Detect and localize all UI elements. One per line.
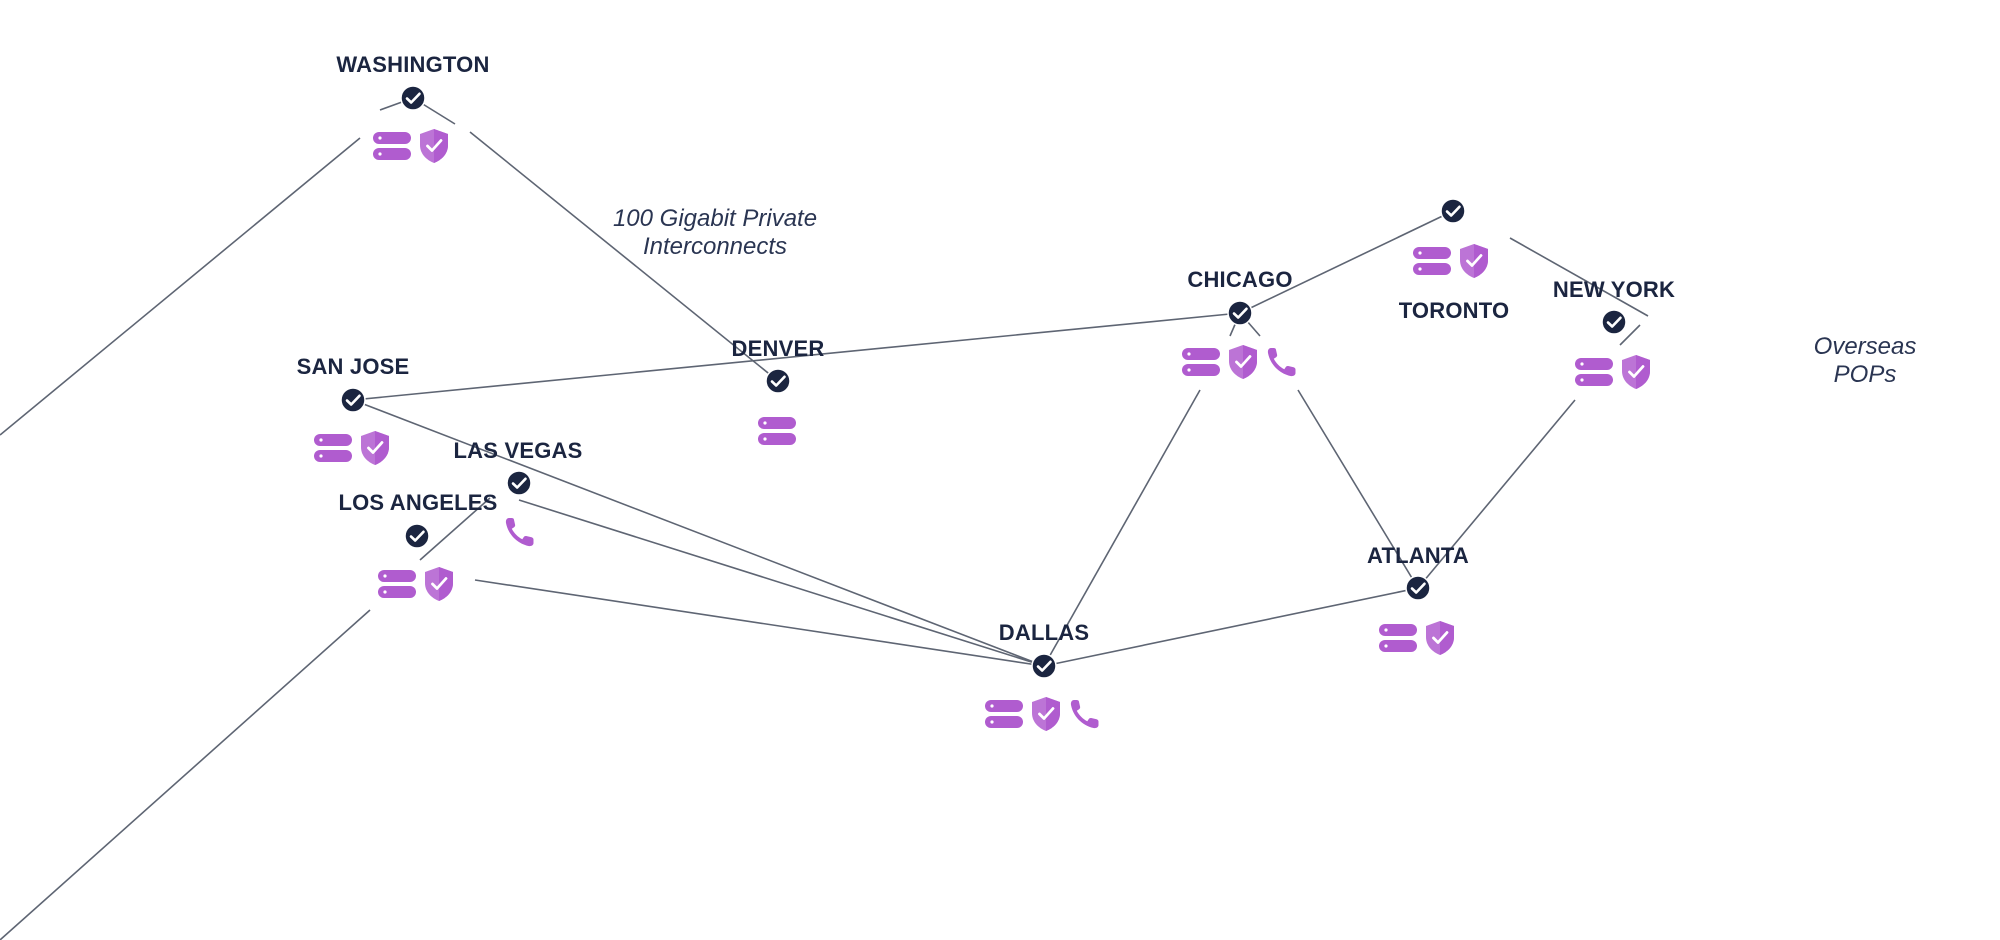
link-newyork-stub [1619, 324, 1641, 346]
check-icon [404, 523, 430, 549]
check-icon [1601, 309, 1627, 335]
link-chicago-toronto [1239, 210, 1454, 314]
server-icon [985, 700, 1023, 728]
services-toronto [1408, 241, 1494, 281]
check-icon [400, 85, 426, 111]
check-icon [765, 368, 791, 394]
services-chicago [1177, 342, 1301, 382]
link-sanjose-dallas [352, 399, 1045, 667]
city-label-new-york: NEW YORK [1552, 277, 1676, 302]
node-pin-denver[interactable] [765, 368, 791, 394]
server-icon [373, 132, 411, 160]
city-label-washington: WASHINGTON [336, 52, 490, 77]
shield-check-icon [420, 129, 448, 163]
overseas-pops-annotation: Overseas POPs [1814, 333, 1917, 389]
services-atlanta [1374, 618, 1460, 658]
services-denver [753, 411, 801, 451]
city-label-san-jose: SAN JOSE [296, 354, 410, 379]
server-icon [758, 417, 796, 445]
check-icon [1031, 653, 1057, 679]
interconnects-annotation-line-1: 100 Gigabit Private [612, 205, 818, 232]
link-chicago-atlanta [1297, 389, 1419, 589]
city-label-las-vegas: LAS VEGAS [453, 438, 583, 463]
services-san-jose [309, 428, 395, 468]
server-icon [314, 434, 352, 462]
check-icon [506, 470, 532, 496]
city-label-toronto: TORONTO [1398, 298, 1510, 323]
interconnects-annotation-line-2: Interconnects [642, 233, 788, 260]
city-label-dallas: DALLAS [998, 620, 1090, 645]
check-icon [1227, 300, 1253, 326]
shield-check-icon [1460, 244, 1488, 278]
shield-check-icon [1622, 355, 1650, 389]
link-washington-west [0, 137, 361, 436]
phone-icon [1070, 700, 1099, 729]
services-las-vegas [499, 512, 539, 552]
link-losangeles-dallas [474, 579, 1045, 667]
check-icon [1405, 575, 1431, 601]
overseas-annotation-line-1: Overseas [1813, 333, 1917, 360]
shield-check-icon [1426, 621, 1454, 655]
node-pin-san-jose[interactable] [340, 387, 366, 413]
server-icon [1182, 348, 1220, 376]
link-atlanta-dallas [1043, 587, 1419, 667]
node-pin-dallas[interactable] [1031, 653, 1057, 679]
link-lasvegas-dallas [518, 499, 1045, 667]
shield-check-icon [1229, 345, 1257, 379]
services-dallas [980, 694, 1104, 734]
link-newyork-atlanta [1417, 399, 1576, 589]
phone-icon [505, 518, 534, 547]
node-pin-toronto[interactable] [1440, 198, 1466, 224]
node-pin-washington[interactable] [400, 85, 426, 111]
node-pin-atlanta[interactable] [1405, 575, 1431, 601]
city-label-los-angeles: LOS ANGELES [338, 490, 498, 515]
check-icon [340, 387, 366, 413]
city-label-chicago: CHICAGO [1187, 267, 1293, 292]
link-washington-denver [469, 131, 779, 382]
link-toronto-newyork [1509, 237, 1649, 317]
services-new-york [1570, 352, 1656, 392]
server-icon [1413, 247, 1451, 275]
node-pin-new-york[interactable] [1601, 309, 1627, 335]
server-icon [378, 570, 416, 598]
phone-icon [1267, 348, 1296, 377]
link-losangeles-west [0, 609, 371, 940]
services-los-angeles [373, 564, 459, 604]
city-label-denver: DENVER [731, 336, 825, 361]
link-lasvegas-losangeles [419, 497, 491, 561]
link-sanjose-chicago [352, 312, 1241, 401]
server-icon [1575, 358, 1613, 386]
services-washington [368, 126, 454, 166]
interconnects-annotation: 100 Gigabit Private Interconnects [613, 205, 817, 261]
link-chicago-dallas [1043, 389, 1201, 667]
shield-check-icon [425, 567, 453, 601]
city-label-atlanta: ATLANTA [1366, 543, 1470, 568]
node-pin-los-angeles[interactable] [404, 523, 430, 549]
check-icon [1440, 198, 1466, 224]
shield-check-icon [1032, 697, 1060, 731]
overseas-annotation-line-2: POPs [1833, 361, 1897, 388]
node-pin-las-vegas[interactable] [506, 470, 532, 496]
shield-check-icon [361, 431, 389, 465]
server-icon [1379, 624, 1417, 652]
node-pin-chicago[interactable] [1227, 300, 1253, 326]
